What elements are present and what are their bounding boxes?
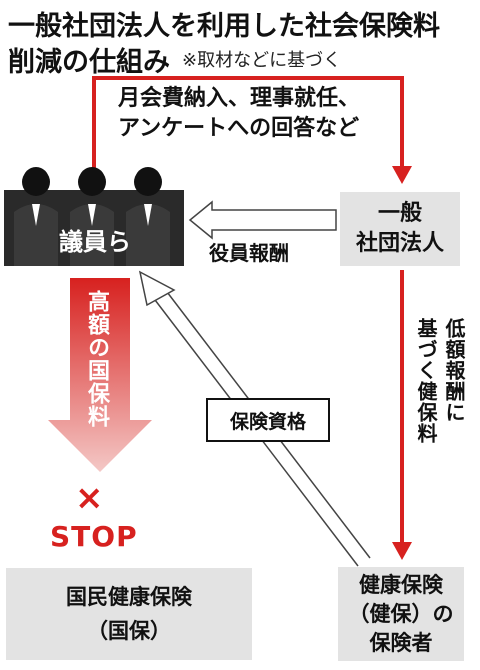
stop-label: STOP bbox=[50, 520, 138, 553]
qualification-label: 保険資格 bbox=[206, 398, 330, 442]
loop-label-line1: 月会費納入、理事就任、 bbox=[118, 86, 361, 111]
members-label: 議員ら bbox=[59, 228, 131, 256]
low-premium-label-col1: 低額報酬に bbox=[442, 318, 466, 423]
nhi-line1: 国民健康保険 bbox=[66, 585, 192, 609]
insurer-box: 健康保険 （健保）の 保険者 bbox=[338, 567, 464, 661]
loop-arrow bbox=[92, 76, 404, 186]
insurer-line3: 保険者 bbox=[369, 630, 433, 655]
loop-label-line2: アンケートへの回答など bbox=[118, 116, 360, 141]
association-line1: 一般 bbox=[377, 201, 422, 226]
nhi-line2: （国保） bbox=[87, 619, 171, 643]
salary-arrow bbox=[188, 200, 337, 240]
title-note: ※取材などに基づく bbox=[182, 50, 342, 71]
title-line2: 削減の仕組み bbox=[8, 47, 170, 78]
cross-icon: × bbox=[75, 478, 104, 518]
association-line2: 社団法人 bbox=[355, 231, 444, 256]
high-premium-arrow bbox=[48, 278, 152, 472]
association-box: 一般 社団法人 bbox=[340, 192, 460, 266]
high-premium-label: 高額の国保料 bbox=[84, 290, 109, 428]
low-premium-label-col2: 基づく健保料 bbox=[414, 318, 438, 444]
insurer-line2: （健保）の bbox=[348, 601, 454, 626]
title-line1: 一般社団法人を利用した社会保険料 bbox=[8, 11, 440, 42]
insurer-line1: 健康保険 bbox=[359, 572, 443, 597]
salary-label: 役員報酬 bbox=[209, 241, 289, 265]
nhi-box: 国民健康保険 （国保） bbox=[6, 568, 252, 660]
loop-label: 月会費納入、理事就任、 アンケートへの回答など bbox=[118, 84, 360, 144]
loop-arrowhead bbox=[392, 166, 412, 184]
premium-arrowhead bbox=[392, 542, 412, 560]
